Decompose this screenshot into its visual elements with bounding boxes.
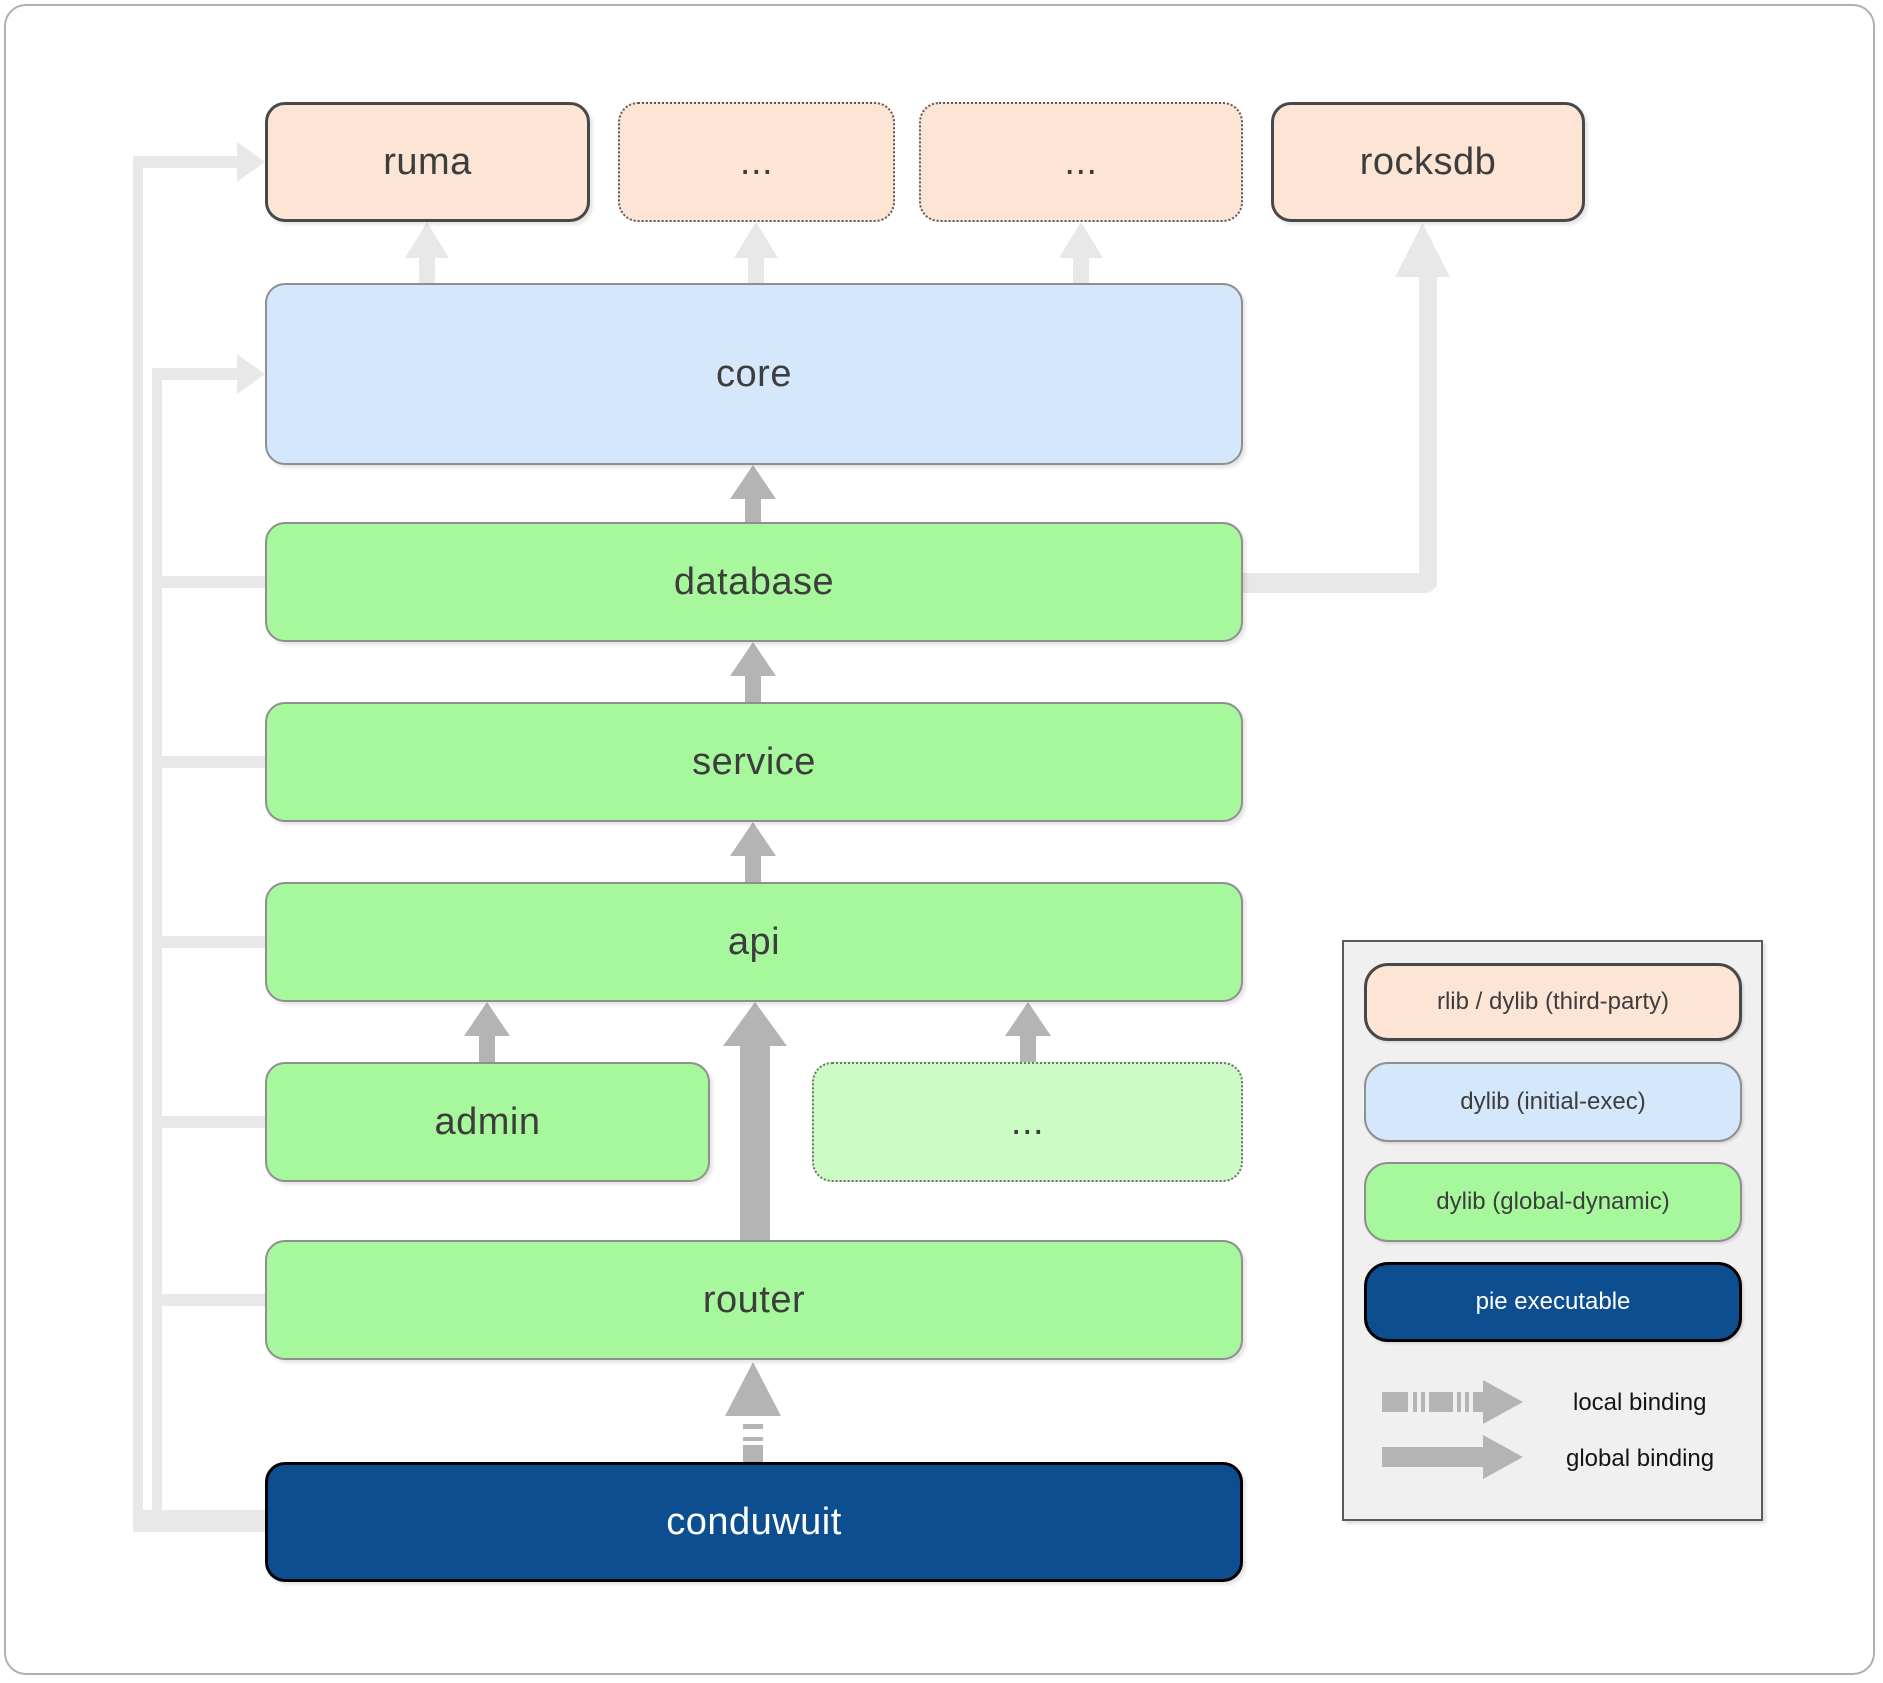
node-rocksdb: rocksdb [1271, 102, 1585, 222]
core-more1-shaft [748, 258, 764, 284]
local-arrow-seg-4 [1429, 1392, 1453, 1412]
node-admin: admin [265, 1062, 710, 1182]
node-admin-label: admin [434, 1100, 541, 1143]
node-ruma-label: ruma [383, 140, 472, 183]
local-arrow-seg-7 [1473, 1392, 1483, 1412]
node-core-label: core [716, 352, 792, 395]
node-api: api [265, 882, 1243, 1002]
legend-item-initial-exec-label: dylib (initial-exec) [1460, 1088, 1646, 1115]
node-conduwuit: conduwuit [265, 1462, 1243, 1582]
node-dylib-more: ... [812, 1062, 1243, 1182]
dylib-more-api-shaft [1020, 1036, 1036, 1063]
node-router: router [265, 1240, 1243, 1360]
legend-item-pie-executable: pie executable [1364, 1262, 1742, 1342]
legend-global-binding-label: global binding [1566, 1445, 1715, 1472]
conduwuit-exit-line [133, 1510, 265, 1532]
core-ruma-shaft [419, 258, 435, 284]
node-service: service [265, 702, 1243, 822]
router-api-shaft [740, 1046, 770, 1241]
node-core: core [265, 283, 1243, 465]
left-outer-vertical-line [133, 156, 143, 1532]
legend-item-third-party: rlib / dylib (third-party) [1364, 963, 1742, 1041]
conduwuit-router-dash-1 [743, 1424, 763, 1429]
node-database: database [265, 522, 1243, 642]
edge-to-ruma-line [143, 156, 237, 168]
conduwuit-router-dash-2 [743, 1437, 763, 1441]
node-thirdparty-more-1-label: ... [739, 140, 774, 183]
service-database-shaft [745, 676, 761, 703]
core-more2-shaft [1073, 258, 1089, 284]
edge-to-admin-stub [162, 1116, 265, 1128]
global-arrow-shaft [1382, 1447, 1483, 1467]
node-database-label: database [673, 560, 835, 603]
legend-item-global-dynamic-label: dylib (global-dynamic) [1436, 1188, 1670, 1215]
legend-item-global-dynamic: dylib (global-dynamic) [1364, 1162, 1742, 1242]
rocksdb-elbow-horizontal [1243, 573, 1437, 593]
node-service-label: service [692, 740, 816, 783]
page-border [4, 4, 1875, 1675]
database-core-shaft [745, 499, 761, 523]
node-dylib-more-label: ... [1010, 1100, 1045, 1143]
edge-to-core-line [162, 368, 237, 380]
node-thirdparty-more-2: ... [919, 102, 1243, 222]
local-arrow-seg-6 [1465, 1392, 1469, 1412]
edge-to-database-stub [162, 576, 265, 588]
node-api-label: api [727, 920, 781, 963]
left-inner-vertical-line [152, 368, 162, 1532]
conduwuit-router-dash-3 [743, 1445, 763, 1463]
api-service-shaft [745, 856, 761, 883]
edge-to-service-stub [162, 756, 265, 768]
edge-to-router-stub [162, 1294, 265, 1306]
node-ruma: ruma [265, 102, 590, 222]
local-arrow-seg-3 [1421, 1392, 1425, 1412]
admin-api-shaft [479, 1036, 495, 1063]
node-conduwuit-label: conduwuit [666, 1500, 842, 1543]
local-arrow-seg-2 [1413, 1392, 1417, 1412]
node-router-label: router [702, 1278, 806, 1321]
legend-item-pie-executable-label: pie executable [1475, 1288, 1631, 1315]
legend-item-third-party-label: rlib / dylib (third-party) [1436, 988, 1670, 1015]
node-rocksdb-label: rocksdb [1359, 140, 1497, 183]
node-thirdparty-more-1: ... [618, 102, 895, 222]
edge-to-api-stub [162, 936, 265, 948]
rocksdb-elbow-vertical [1419, 277, 1437, 587]
local-arrow-seg-5 [1457, 1392, 1461, 1412]
local-arrow-seg-1 [1382, 1392, 1408, 1412]
legend-item-initial-exec: dylib (initial-exec) [1364, 1062, 1742, 1142]
node-thirdparty-more-2-label: ... [1064, 140, 1098, 183]
legend-local-binding-label: local binding [1573, 1389, 1707, 1416]
